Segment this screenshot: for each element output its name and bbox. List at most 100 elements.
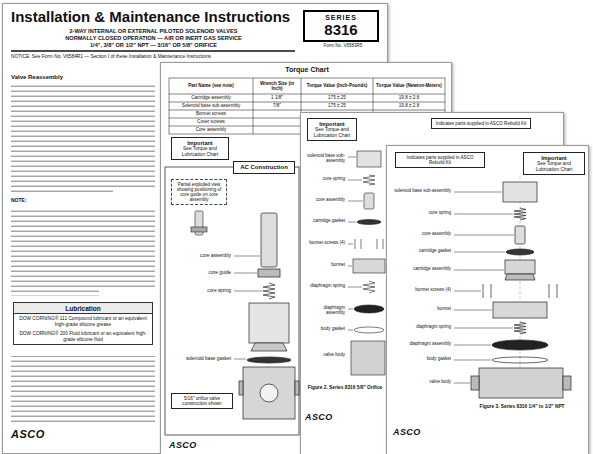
exploded-valve [483,284,484,298]
note-box: 5/16" orifice valve construction shown [171,393,233,409]
box-heading: Important [527,155,581,161]
notice-line: NOTICE: See Form No. V6584R1 — Section I… [11,54,381,59]
box-heading: 5/16" orifice valve construction shown [175,396,229,406]
table-header-cell: Wrench Size (in Inch) [254,79,300,94]
callout-label: bonnet [393,307,451,312]
leader-line [454,270,504,271]
leader-line [454,310,492,311]
table-cell: 1 1/8" [254,95,300,102]
exploded-valve [503,182,537,202]
callout-label: body gasket [305,327,345,332]
leader-line [348,287,362,288]
callout-label: valve body [393,380,451,385]
box-text: See Torque and Lubrication Chart [175,146,225,157]
box-heading: Important [311,121,353,127]
leader-line [454,360,491,361]
box-heading: AC Construction [237,164,291,171]
exploded-valve [363,281,375,293]
leader-line [348,180,362,181]
body-text-lines [11,84,155,194]
leader-line [234,273,257,274]
imp-box: ImportantSee Torque and Lubrication Char… [171,137,229,160]
box-text: See Torque and Lubrication Chart [527,161,581,172]
callout-label: valve body [305,353,345,358]
exploded-valve [471,376,479,390]
exploded-valve [355,239,356,249]
exploded-valve [377,239,378,249]
exploded-valve [353,259,385,273]
leader-line [348,266,352,267]
callout-label: solenoid base sub-assembly [305,154,345,164]
leader-line [348,201,363,202]
table-cell: Cartridge assembly [170,95,252,102]
subtitle-line: 2-WAY INTERNAL OR EXTERNAL PILOTED SOLEN… [11,28,296,34]
callout-label: core assembly [393,232,451,237]
callout-label: cartridge gasket [305,219,345,224]
exploded-valve [492,340,548,350]
callout-label: diaphragm spring [305,284,345,289]
solenoid-illustration [258,269,280,277]
paragraph-end [99,290,155,296]
core-guide-detail [191,211,207,235]
exploded-valve [479,368,563,398]
solenoid-illustration [263,283,275,299]
note-heading: NOTE: [11,198,71,204]
subtitle-line: NORMALLY CLOSED OPERATION — AIR OR INERT… [11,35,296,41]
callout-label: cartridge assembly [393,267,451,272]
table-cell: Solenoid base sub-assembly [170,103,252,110]
box-text: DOW CORNING® 200 Fluid lubricant or an e… [14,329,152,344]
box-heading: Lubrication [14,303,152,314]
exploded-valve [491,284,492,298]
solenoid-illustration [249,303,289,343]
callout-label: core spring [305,177,345,182]
page-heading: Installation & Maintenance Instructions [11,8,303,25]
page-heading: Figure 2. Series 8316 5/8" Orifice [305,385,385,391]
imp-box: ImportantSee Torque and Lubrication Char… [523,152,585,175]
note-box: Indicates parts supplied in ASCO Rebuild… [431,118,531,129]
box-heading: Indicates parts supplied in ASCO Rebuild… [435,121,527,126]
leader-line [454,214,513,215]
callout-label: core guide [171,270,231,275]
leader-line [454,383,470,384]
exploded-valve [515,226,525,244]
box-text: 8316 [307,22,375,39]
table-grid [253,78,254,134]
leader-line [234,256,260,257]
exploded-valve [364,193,374,209]
leader-line [348,309,353,310]
leader-line [234,291,262,292]
callout-label: solenoid base gasket [171,356,231,361]
table-grid [169,110,445,111]
exploded-valve [351,151,385,375]
page-heading: Torque Chart [161,66,453,74]
exploded-valve [505,260,535,274]
solenoid-illustration [247,357,291,363]
table-cell: 175 ± 25 [302,103,372,110]
title-rule [11,50,295,52]
ac-box: AC Construction [233,161,295,174]
section-heading: Valve Reassembly [11,74,131,81]
lub-box: LubricationDOW CORNING® 111 Compound lub… [13,302,153,345]
exploded-valve [506,249,534,255]
subtitle-line: 1/4", 3/8" OR 1/2" NPT — 3/16" OR 5/8" O… [11,42,296,48]
leader-line [454,192,514,383]
leader-line [348,244,353,245]
series-box: SERIES8316 [303,10,379,42]
document-page: Figure 3. Series 8316 1/4" to 1/2" NPTIn… [386,145,589,454]
table-header-cell: Torque Value (Newton-Meters) [374,79,444,94]
exploded-valve [357,220,381,225]
brand-logo: ASCO [11,428,71,440]
callout-label: core spring [393,211,451,216]
leader-line [454,291,481,292]
leader-line [454,192,502,193]
figure-frame [165,167,299,435]
table-grid [169,94,445,95]
callout-label: solenoid base sub-assembly [393,189,451,194]
exploded-valve [563,376,571,390]
box-heading: Indicates parts supplied in ASCO Rebuild… [399,155,481,165]
solenoid-illustration [251,343,287,351]
exploded-valve [383,239,384,249]
body-text-lines [11,356,155,422]
exploded-valve [351,341,385,375]
solenoid-illustration [239,213,299,419]
